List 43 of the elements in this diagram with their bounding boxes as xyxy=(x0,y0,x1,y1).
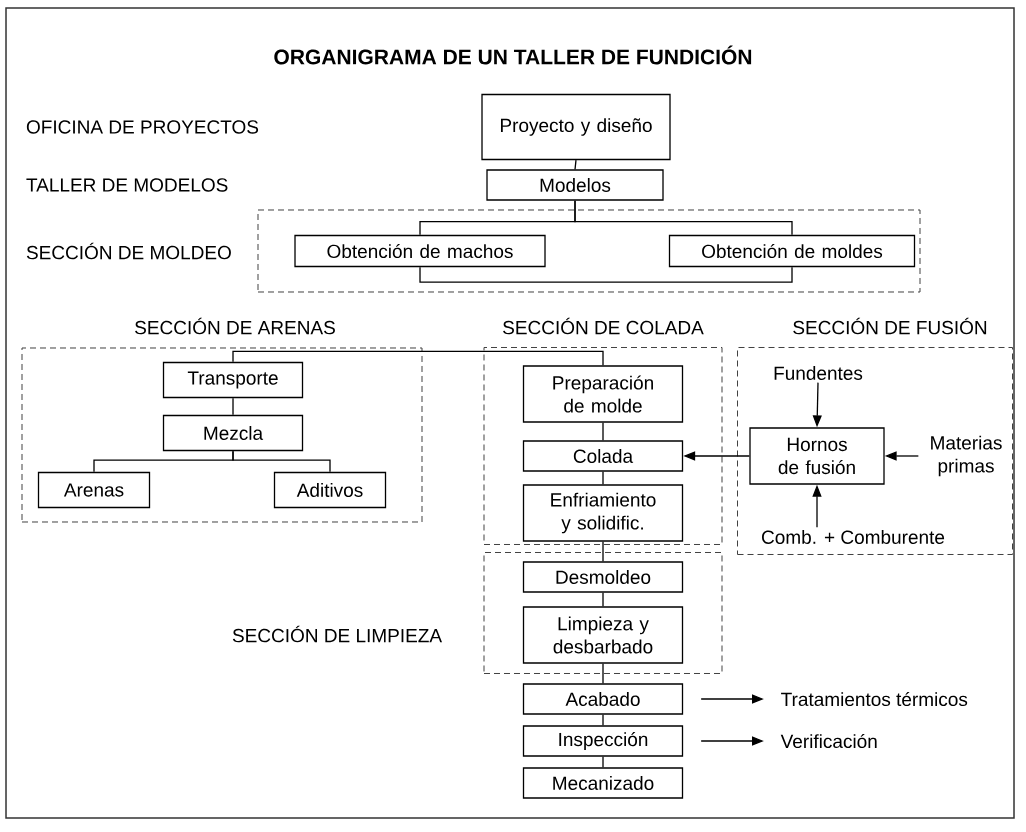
input-label: Fundentes xyxy=(774,366,863,380)
connector-line xyxy=(232,450,331,473)
process-box: Limpieza y desbarbado xyxy=(522,606,684,664)
node-label: SECCIÓN DE LIMPIEZA xyxy=(232,625,443,643)
node-label: SECCIÓN DE ARENAS xyxy=(135,317,335,335)
output-label: Verificación xyxy=(780,733,877,749)
process-box: Enfriamiento y solidific. xyxy=(522,484,684,542)
process-box: Proyecto y diseño xyxy=(481,93,671,161)
process-box: Arenas xyxy=(37,471,151,509)
connector-line xyxy=(602,663,604,684)
process-box: Colada xyxy=(522,440,684,472)
input-label: Materias primas xyxy=(931,435,1002,477)
connector-line xyxy=(602,756,604,768)
connector-line xyxy=(602,541,604,562)
process-box: Desmoldeo xyxy=(522,561,684,593)
process-box: Obtención de moldes xyxy=(668,234,916,268)
input-label: Comb. + Comburente xyxy=(762,530,945,544)
connector-line xyxy=(602,714,604,726)
node-label: SECCIÓN DE MOLDEO xyxy=(26,242,231,260)
row-label: TALLER DE MODELOS xyxy=(26,178,228,192)
process-box: Inspección xyxy=(522,725,684,757)
node-label: SECCIÓN DE COLADA xyxy=(503,317,704,335)
connector-line xyxy=(574,200,793,236)
connector-line xyxy=(574,159,577,170)
output-label: Tratamientos térmicos xyxy=(781,691,968,707)
process-box: Aditivos xyxy=(273,471,387,509)
connector-line xyxy=(232,350,604,366)
process-box: Hornos de fusión xyxy=(749,427,885,485)
process-box: Preparación de molde xyxy=(522,365,684,423)
process-box: Modelos xyxy=(486,169,664,201)
title: ORGANIGRAMA DE UN TALLER DE FUNDICIÓN xyxy=(274,45,752,65)
connector-line xyxy=(602,471,604,485)
process-box: Acabado xyxy=(522,683,684,715)
connector-line xyxy=(419,266,793,283)
connector-line xyxy=(602,422,604,441)
process-box: Transporte xyxy=(162,361,304,399)
process-box: Obtención de machos xyxy=(294,234,546,268)
connector-line xyxy=(602,592,604,607)
row-label: OFICINA DE PROYECTOS xyxy=(26,120,259,134)
connector-line xyxy=(232,397,234,416)
process-box: Mezcla xyxy=(162,414,304,452)
process-box: Mecanizado xyxy=(522,767,684,799)
node-label: SECCIÓN DE FUSIÓN xyxy=(793,317,987,335)
